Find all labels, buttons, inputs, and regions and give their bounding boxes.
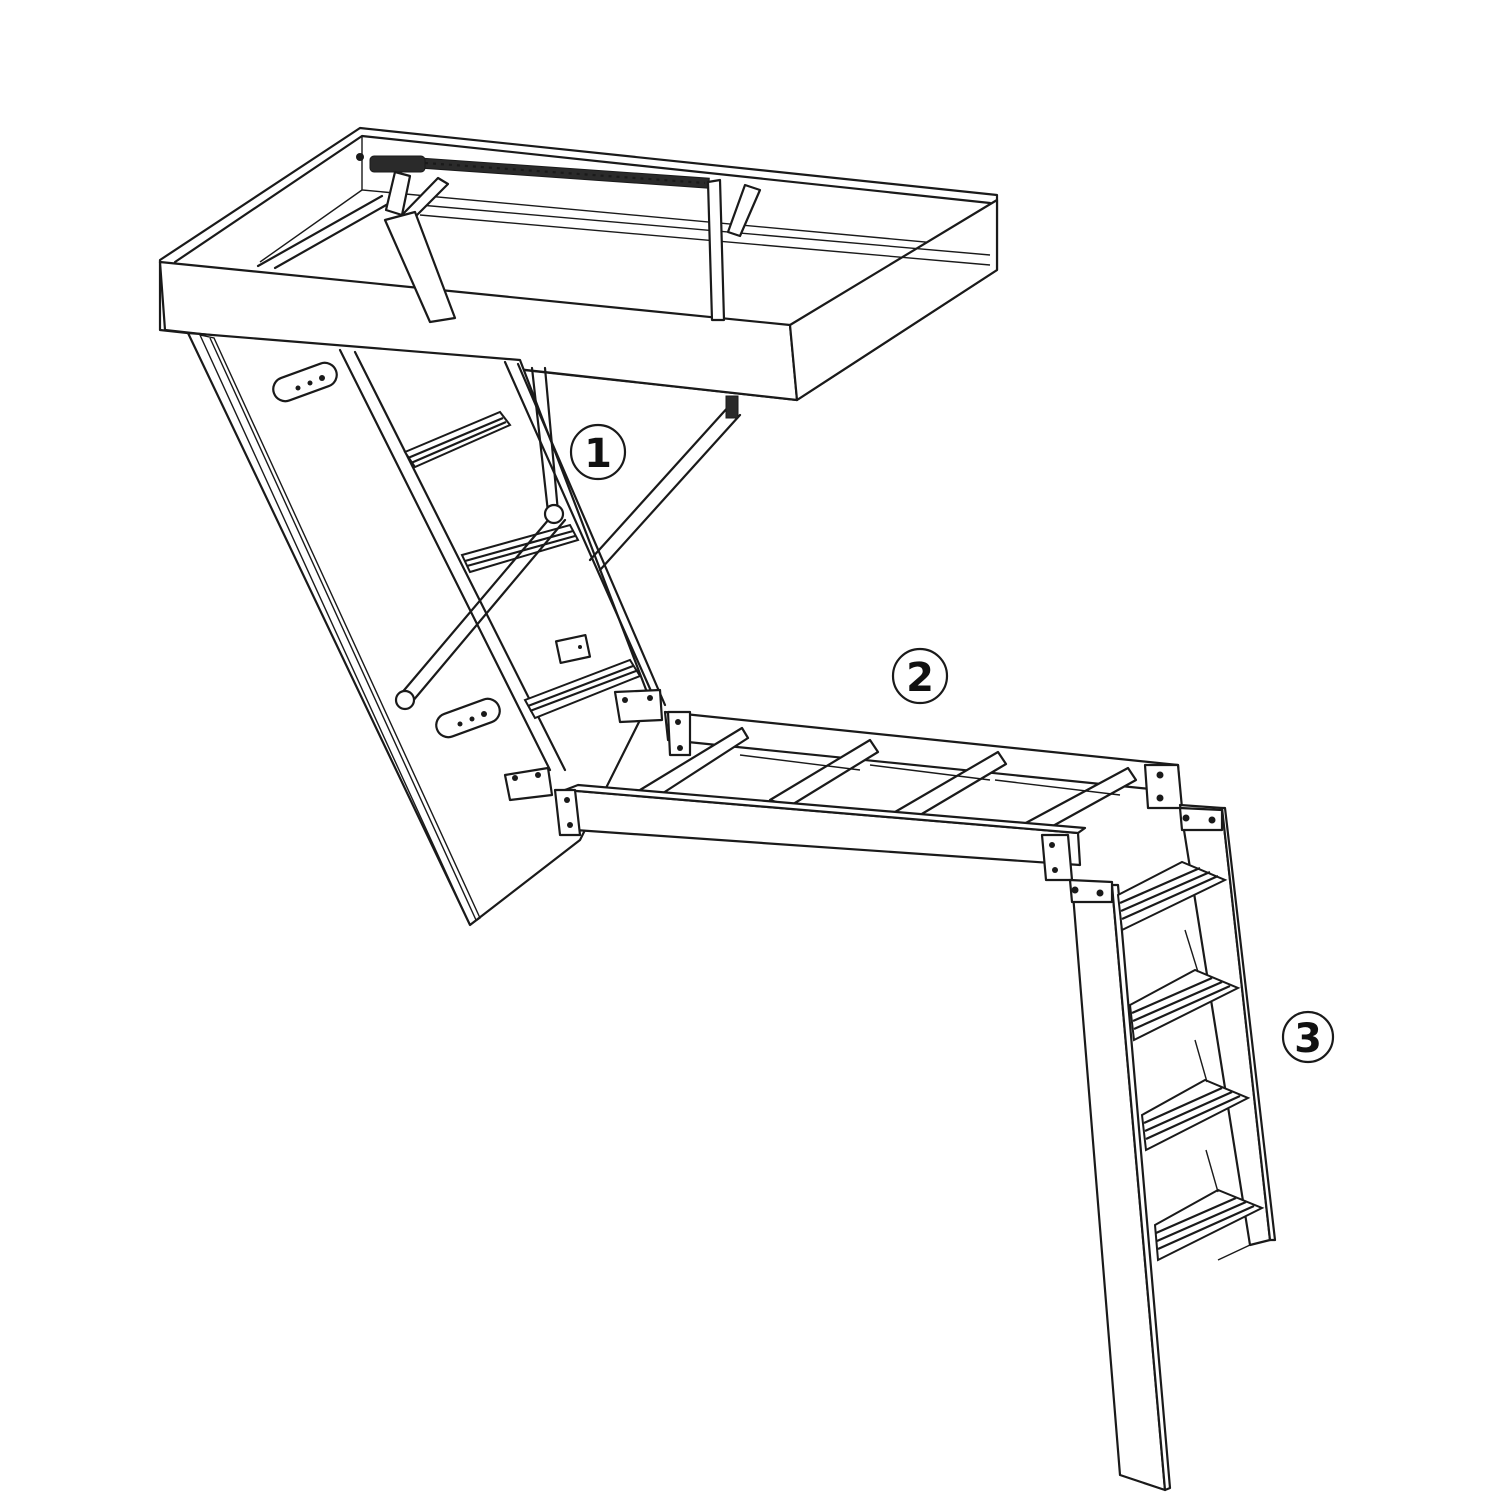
mounting-plate: [272, 361, 338, 403]
tread: [403, 410, 512, 469]
callout-1-text: 1: [584, 431, 612, 477]
callout-2: 2: [891, 647, 949, 705]
ladder-section-1: [186, 331, 742, 927]
ladder-section-3: [1068, 803, 1277, 1492]
callout-3: 3: [1281, 1010, 1335, 1064]
spring-mechanism: [356, 153, 762, 324]
callout-1: 1: [569, 423, 627, 481]
callout-2-text: 2: [906, 655, 934, 701]
ladder-section-2: [553, 710, 1184, 882]
tread: [1140, 1078, 1251, 1152]
tread: [1128, 968, 1241, 1042]
tread: [1153, 1188, 1265, 1262]
tread: [1116, 860, 1228, 932]
mounting-plate: [435, 697, 501, 739]
tread: [523, 658, 642, 720]
callout-3-text: 3: [1294, 1016, 1322, 1062]
spring-coil: [424, 161, 706, 185]
hatch-frame: [158, 126, 999, 402]
hinge-pin-icon: [356, 153, 364, 161]
